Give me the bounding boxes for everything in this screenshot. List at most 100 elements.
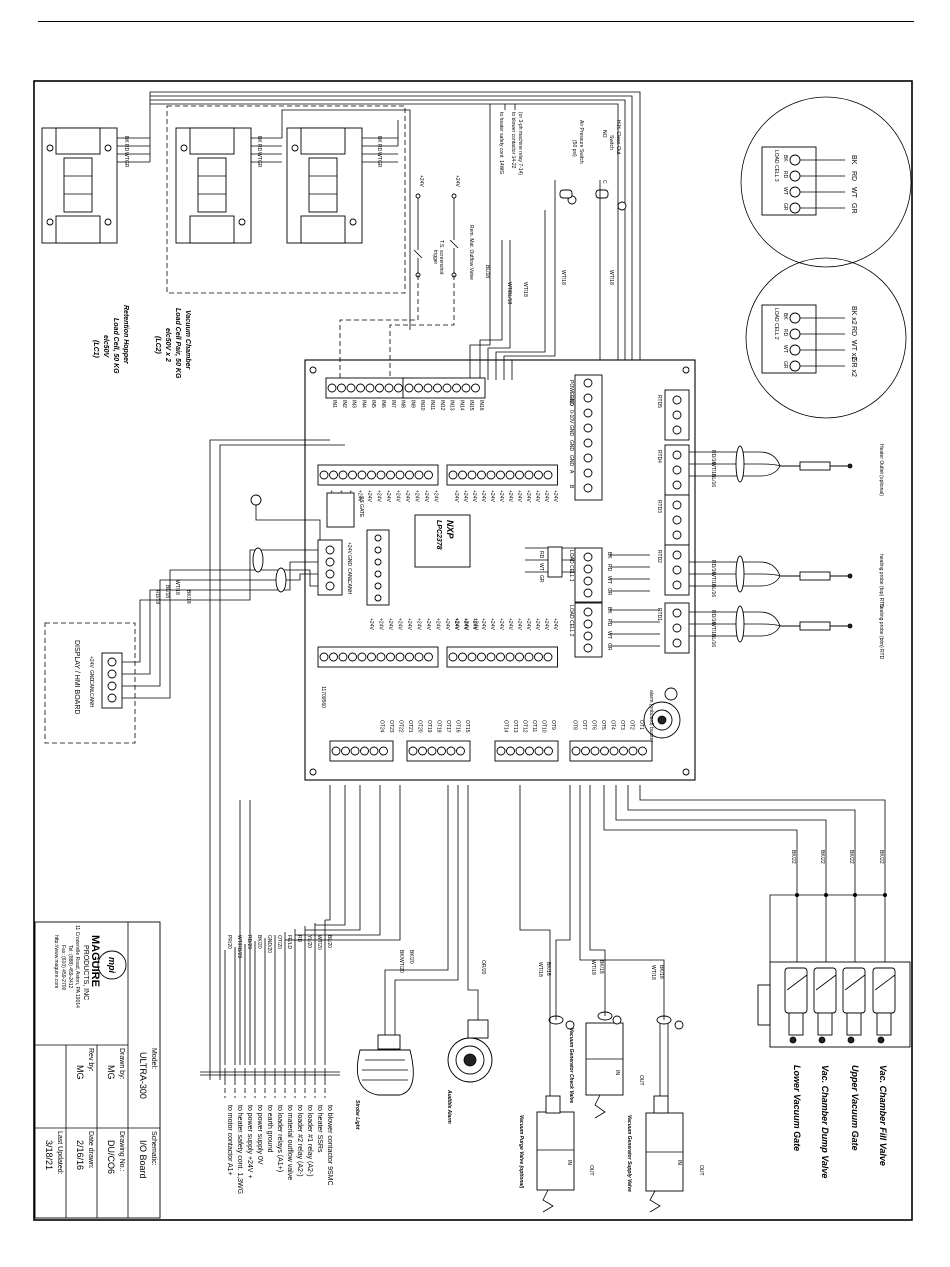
load-cell-lc2a: BK RD WT GR [175,127,282,244]
input-label: IN14 [458,400,464,411]
outgoing-destination: to loader relays (A1+) [276,1105,283,1172]
power-strip-b-screw [543,470,553,480]
tc-ferrite [735,445,745,483]
lc1-wire-wt: WT [123,152,129,160]
power-strip-b-screw [505,470,515,480]
analog-label: GND [568,395,574,407]
tc-probe-body [799,571,831,581]
power-strip-c-screw [357,652,367,662]
svg-text:RD: RD [538,551,544,559]
power-strip-a-screw [395,470,405,480]
audible-alarm-label: Audible Alarm [446,1089,452,1124]
svg-text:BL/18: BL/18 [164,585,170,598]
power-strip-a-screw [329,470,338,480]
svg-text:Retention Hopper: Retention Hopper [122,305,129,365]
analog-screw [583,378,593,388]
power-pin-label: +24V [395,490,401,502]
ss-gate-label: SS GATE [358,496,364,518]
heater-safety-note: to heater safety cont. 14WG [498,112,504,174]
svg-text:LOAD CELL 1: LOAD CELL 1 [568,550,574,582]
analog-label: GND [568,455,574,467]
svg-text:Date drawn:: Date drawn: [87,1131,94,1169]
outgoing-destination: to motor contactor A1+ [226,1105,233,1176]
svg-text:Model:: Model: [150,1048,157,1069]
outgoing-destination: to loader #1 relay (A2-) [306,1105,313,1177]
tc-probe-body [799,621,831,631]
svg-text:IN: IN [676,1160,682,1165]
c-label: C [601,180,607,184]
lc2-dashed-enclosure [166,105,406,294]
input-left-wires [209,439,345,1080]
output-block-a-screw [619,746,628,756]
chip-model: LPC2378 [435,520,442,550]
power-pin-label: +24V [498,490,504,502]
svg-text:Load Cell, 50 KG: Load Cell, 50 KG [112,318,119,374]
svg-text:RD: RD [782,171,788,179]
lc2a-wire-bk: BK [256,136,262,143]
valve-stem [815,974,837,991]
mcu-chip: NXP LPC2378 [414,514,471,568]
detail3-title: LOAD CELL 3 [773,150,779,182]
tc-wire-label: RD/16 [710,610,716,624]
outgoing-destination: to loader #2 relay (A2-) [296,1105,303,1177]
power-pin-label: +24V [368,618,374,630]
svg-text:CANL: CANL [88,680,94,694]
output-block-a-screw [600,746,609,756]
power-pin-label: +24V [525,490,531,502]
rtd-screw [672,465,682,475]
tc-name: heating probe (btm) RTD [878,604,884,660]
tc-ferrite [735,605,745,643]
valve-name-dump: Vac. Chamber Dump Valve [820,1065,830,1178]
power-strip-b-screw [486,470,496,480]
outgoing-destination: to power supply 0V [256,1105,263,1165]
display-label: DISPLAY / HMI BOARD [73,640,80,714]
power-pin-label: +24V [462,618,468,630]
input-block-a-screw [346,383,356,393]
io-board-outline [304,359,696,781]
output-block-a-screw [581,746,590,756]
output-block-d-screw [331,746,341,756]
power-strip-b-screw [467,470,477,480]
input-label: IN9 [409,400,415,408]
outgoing-wire-label: GND/20 [266,935,272,953]
analog-screw [583,468,593,478]
power-pin-label: +24V [489,490,495,502]
svg-text:CANH: CANH [346,580,352,595]
load-cell-2-detail: LOAD CELL 2 BK RD WT GR BK x2 RD WT x2 G… [745,257,907,419]
input-label: IN5 [370,400,376,408]
svg-text:WT: WT [782,345,788,353]
svg-text:Vacuum Chamber: Vacuum Chamber [184,310,191,371]
power-pin-label: +24V [425,618,431,630]
output-label: OT6 [591,720,597,730]
valve-plug [847,1036,855,1044]
power-strip-a-screw [338,470,348,480]
output-block-b-screw [544,746,553,756]
rtd-label: RTD5 [656,395,662,408]
output-label: OT21 [407,720,413,733]
svg-text:BK: BK [782,313,788,320]
rtd-screw [672,395,682,405]
input-block-a-screw [394,383,403,393]
svg-text:RD: RD [606,564,612,572]
lc2-cable-run [281,109,411,330]
display-hmi-board: +24V GND CANL CANH DISPLAY / HMI BOARD B… [44,494,321,744]
power-strip-c-screw [424,652,433,662]
output-label: OT1 [638,720,644,730]
outgoing-arrows [200,1071,340,1076]
output-block-a-screw [571,746,581,756]
load-cell-lc1: BK RD WT GR [41,127,150,244]
address-2: Tel: (888) 459-2412 [67,945,73,989]
power-strip-d-screw [505,652,515,662]
power-pin-label: +24V [516,618,522,630]
lc2-label: Vacuum Chamber Load Cell Pair, 50 KG elc… [154,308,191,379]
power-strip-a-screw [386,470,395,480]
input-block-b-screw [433,383,442,393]
power-strip-d-screw [458,652,467,662]
power-strip-b-screw [477,470,486,480]
power-strip-c-screw [386,652,395,662]
output-label: OT16 [455,720,461,733]
analog-screw [583,423,593,433]
svg-text:+24V: +24V [346,542,352,554]
output-block-c-screw [437,746,446,756]
svg-text:WT: WT [850,187,857,199]
